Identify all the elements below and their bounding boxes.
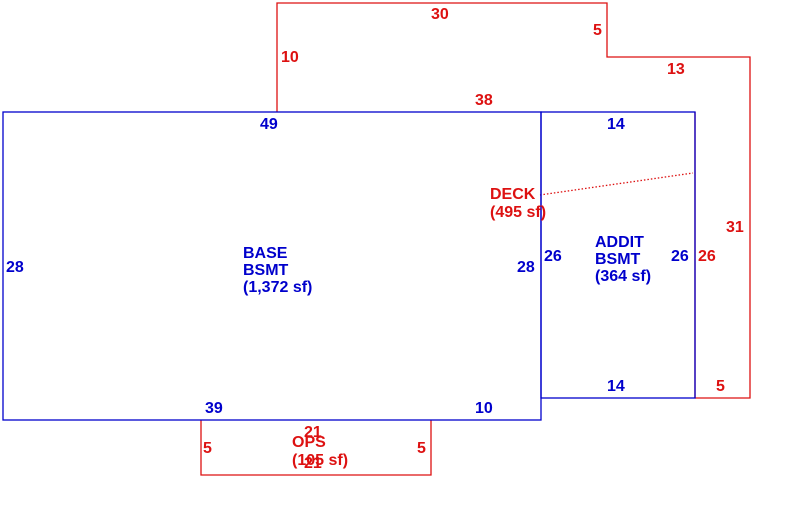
addit-label-line2: BSMT [595,251,641,268]
dim-addit-right: 26 [671,248,689,265]
dim-addit-top: 14 [607,116,625,133]
dim-ops-left: 5 [203,440,212,457]
dim-deck-upper-right: 13 [667,61,685,78]
base-area-label: (1,372 sf) [243,279,312,296]
dim-deck-step: 5 [593,22,602,39]
dim-base-top: 49 [260,116,278,133]
dim-deck-top: 30 [431,6,449,23]
dim-base-bottom-left: 39 [205,400,223,417]
dim-ops-bottom: 21 [304,455,322,472]
dim-addit-bottom: 14 [607,378,625,395]
addit-label-line1: ADDIT [595,234,644,251]
ops-outline [200,420,432,476]
dim-ops-right: 5 [417,440,426,457]
dim-deck-inner-top: 38 [475,92,493,109]
dim-deck-right: 31 [726,219,744,236]
dim-ops-top: 21 [304,424,322,441]
ops-area-label: (105 sf) [292,452,348,469]
dim-deck-right-edge: 26 [698,248,716,265]
deck-label-leader [539,172,694,196]
dim-base-right: 28 [517,259,535,276]
addit-area-label: (364 sf) [595,268,651,285]
deck-label: DECK [490,186,536,203]
dim-deck-bottom: 5 [716,378,725,395]
dim-base-bottom-right: 10 [475,400,493,417]
dim-addit-left: 26 [544,248,562,265]
deck-area-label: (495 sf) [490,204,546,221]
base-label-line1: BASE [243,245,288,262]
addit-bsmt-outline [540,111,696,399]
deck-outline [276,2,751,399]
base-label-line2: BSMT [243,262,289,279]
dim-base-left: 28 [6,259,24,276]
dim-deck-left: 10 [281,49,299,66]
ops-label: OPS [292,434,326,451]
